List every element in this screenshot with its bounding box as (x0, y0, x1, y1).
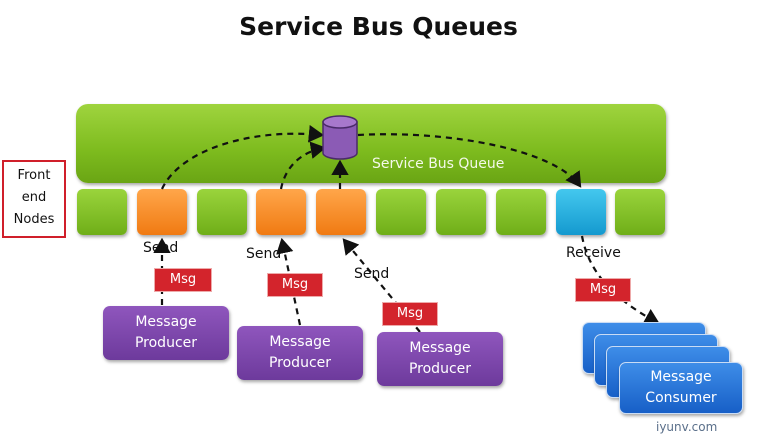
frontend-node-4 (256, 189, 306, 235)
frontend-node-9 (556, 189, 606, 235)
send-label-1: Send (143, 240, 179, 256)
frontend-label-line2: end (21, 190, 47, 205)
arc-queue-to-node9 (357, 133, 582, 188)
frontend-node-2 (137, 189, 187, 235)
frontend-node-6 (376, 189, 426, 235)
frontend-label-line3: Nodes (13, 212, 55, 227)
frontend-node-7 (436, 189, 486, 235)
producer-1-line1: Message (135, 314, 197, 330)
message-producer-3: Message Producer (377, 332, 503, 386)
diagram-title: Service Bus Queues (239, 12, 518, 41)
frontend-node-8 (496, 189, 546, 235)
message-consumer: Message Consumer (619, 362, 743, 414)
consumer-line1: Message (650, 369, 712, 385)
send-label-3: Send (354, 266, 390, 282)
consumer-line2: Consumer (645, 390, 717, 406)
frontend-node-5 (316, 189, 366, 235)
msg-badge-1: Msg (154, 268, 212, 292)
arc-node2-to-queue (161, 124, 325, 190)
frontend-node-10 (615, 189, 665, 235)
producer-2-line2: Producer (268, 355, 332, 371)
msg-badge-3: Msg (382, 302, 438, 326)
service-bus-panel (76, 104, 666, 183)
watermark-text: iyunv.com (656, 420, 718, 434)
frontend-node-3 (197, 189, 247, 235)
frontend-label-line1: Front (17, 168, 51, 183)
producer-1-line2: Producer (134, 335, 198, 351)
producer-3-line1: Message (409, 340, 471, 356)
arc-node4-to-queue (279, 141, 327, 190)
message-producer-2: Message Producer (237, 326, 363, 380)
arrow-node9-to-consumer (580, 235, 660, 325)
arrow-producer2-to-node4 (276, 237, 302, 326)
arrow-producer3-to-node5 (342, 238, 421, 333)
service-bus-queue-label: Service Bus Queue (372, 156, 505, 172)
send-label-2: Send (246, 246, 282, 262)
producer-3-line2: Producer (408, 361, 472, 377)
database-cylinder-icon (322, 115, 358, 160)
msg-badge-2: Msg (267, 273, 323, 297)
receive-label: Receive (566, 245, 621, 261)
frontend-nodes-box: Front end Nodes (2, 160, 66, 238)
frontend-node-1 (77, 189, 127, 235)
msg-badge-4: Msg (575, 278, 631, 302)
message-producer-1: Message Producer (103, 306, 229, 360)
producer-2-line1: Message (269, 334, 331, 350)
